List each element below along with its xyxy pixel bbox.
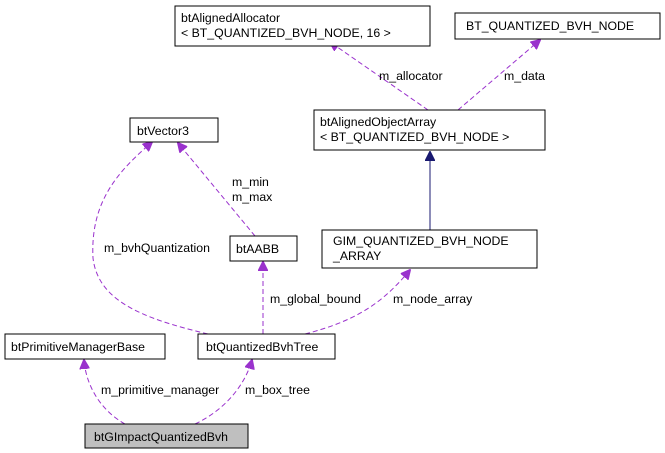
svg-text:btVector3: btVector3 [137, 124, 189, 138]
node-label-line-2: _ARRAY [332, 249, 381, 263]
node-btGImpactQuantizedBvh[interactable]: btGImpactQuantizedBvh [84, 423, 249, 449]
node-label-line-1: btGImpactQuantizedBvh [94, 430, 228, 444]
edge-m-node-array [304, 270, 410, 335]
edge-label-line-1: m_min [232, 175, 269, 189]
node-label-line-1: btAABB [236, 242, 279, 256]
edge-label-m-bvhQuantization: m_bvhQuantization [104, 241, 210, 255]
edge-label-m-box-tree: m_box_tree [245, 383, 310, 397]
node-label-line-1: btPrimitiveManagerBase [11, 340, 145, 354]
svg-text:BT_QUANTIZED_BVH_NODE: BT_QUANTIZED_BVH_NODE [466, 19, 634, 33]
edge-m-allocator [330, 42, 429, 111]
svg-text:btQuantizedBvhTree: btQuantizedBvhTree [206, 340, 318, 354]
node-label-line-1: btVector3 [137, 124, 189, 138]
svg-text:GIM_QUANTIZED_BVH_NODE_ARRAY: GIM_QUANTIZED_BVH_NODE_ARRAY [332, 234, 509, 263]
edge-label-m-primitive-manager: m_primitive_manager [101, 383, 219, 397]
node-label-line-1: GIM_QUANTIZED_BVH_NODE [333, 234, 509, 248]
node-btPrimitiveManagerBase[interactable]: btPrimitiveManagerBase [4, 333, 166, 360]
svg-text:btGImpactQuantizedBvh: btGImpactQuantizedBvh [94, 430, 228, 444]
edge-label-line-1: m_box_tree [245, 383, 310, 397]
edge-label-line-1: m_data [504, 69, 545, 83]
node-btQuantizedBvhTree[interactable]: btQuantizedBvhTree [197, 333, 336, 360]
edge-label-m-node-array: m_node_array [393, 292, 473, 306]
edge-label-m-allocator: m_allocator [379, 69, 443, 83]
edge-label-m-global-bound: m_global_bound [270, 292, 361, 306]
svg-text:btPrimitiveManagerBase: btPrimitiveManagerBase [11, 340, 145, 354]
edge-label-line-1: m_node_array [393, 292, 473, 306]
edge-label-line-1: m_allocator [379, 69, 443, 83]
node-label-line-1: btAlignedObjectArray [320, 115, 437, 129]
node-label-line-2: < BT_QUANTIZED_BVH_NODE, 16 > [181, 26, 391, 40]
node-label-line-1: btAlignedAllocator [181, 11, 280, 25]
node-GIM_QUANTIZED_BVH_NODE_ARRAY[interactable]: GIM_QUANTIZED_BVH_NODE_ARRAY [321, 229, 538, 269]
edge-label-line-1: m_bvhQuantization [104, 241, 210, 255]
edge-label-m-data: m_data [504, 69, 545, 83]
edge-m-bvhQuantization [92, 142, 209, 335]
svg-text:btAlignedAllocator< BT_QUANTIZ: btAlignedAllocator< BT_QUANTIZED_BVH_NOD… [181, 11, 391, 40]
node-BT_QUANTIZED_BVH_NODE[interactable]: BT_QUANTIZED_BVH_NODE [454, 12, 661, 40]
svg-text:btAlignedObjectArray< BT_QUANT: btAlignedObjectArray< BT_QUANTIZED_BVH_N… [320, 115, 509, 144]
node-label-line-1: BT_QUANTIZED_BVH_NODE [466, 19, 634, 33]
edge-m-primitive-manager [84, 360, 126, 425]
edge-label-line-1: m_primitive_manager [101, 383, 219, 397]
node-btVector3[interactable]: btVector3 [129, 117, 219, 143]
edge-m-box-tree [194, 360, 252, 425]
node-label-line-2: < BT_QUANTIZED_BVH_NODE > [320, 130, 509, 144]
node-btAlignedAllocator[interactable]: btAlignedAllocator< BT_QUANTIZED_BVH_NOD… [174, 5, 431, 47]
edge-m-min-max [178, 143, 256, 237]
edge-m-data [457, 40, 540, 111]
edge-label-line-2: m_max [232, 190, 273, 204]
node-btAlignedObjectArray[interactable]: btAlignedObjectArray< BT_QUANTIZED_BVH_N… [313, 109, 546, 151]
svg-text:btAABB: btAABB [236, 242, 279, 256]
node-btAABB[interactable]: btAABB [229, 235, 298, 262]
node-label-line-1: btQuantizedBvhTree [206, 340, 318, 354]
edge-label-line-1: m_global_bound [270, 292, 361, 306]
